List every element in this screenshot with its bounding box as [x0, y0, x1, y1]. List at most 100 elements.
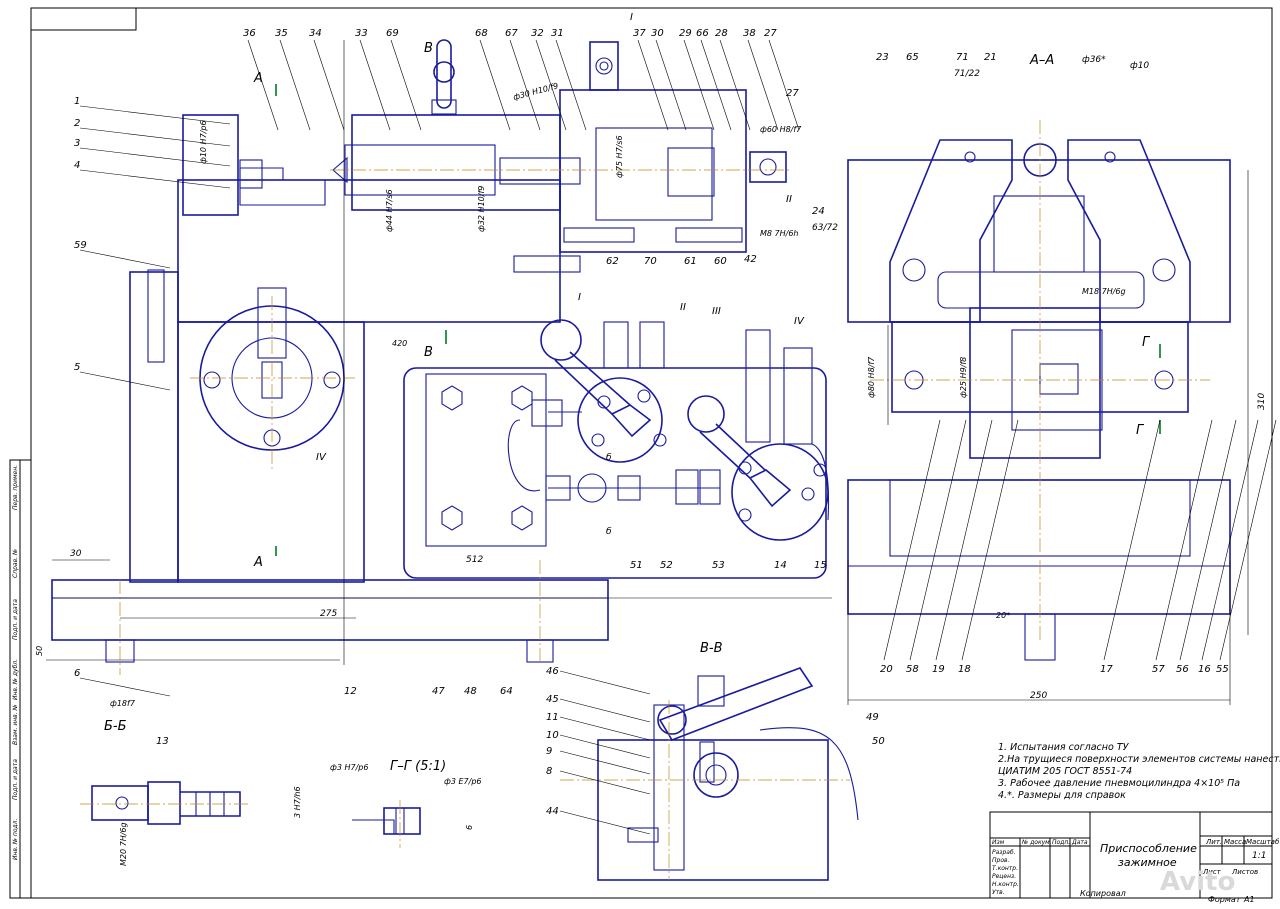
- callout-number: 60: [714, 256, 727, 267]
- callout-number: 68: [475, 28, 488, 39]
- callout-number: 53: [712, 560, 725, 571]
- leader-line: [559, 770, 651, 795]
- section-mark-a: А: [253, 555, 263, 570]
- leader-line: [883, 419, 941, 661]
- section-bb-label: Б-Б: [104, 719, 127, 734]
- dimension-text: 63/72: [812, 223, 838, 233]
- dimension-text: ф36*: [1082, 55, 1106, 65]
- callout-number: 1: [74, 96, 80, 107]
- section-vv-view: [597, 667, 859, 881]
- callout-number: 13: [156, 736, 169, 747]
- callout-number: 9: [546, 746, 552, 757]
- section-mark-g: Г: [1136, 423, 1145, 438]
- leader-line: [559, 810, 651, 835]
- leader-line: [768, 39, 800, 131]
- leader-line: [935, 419, 993, 661]
- callout-number: 70: [644, 256, 657, 267]
- callout-number: 64: [500, 686, 513, 697]
- section-aa-label: А–А: [1029, 53, 1054, 68]
- base-plate: [51, 579, 609, 641]
- section-mark-b: В: [424, 345, 433, 360]
- leader-line: [390, 39, 422, 131]
- section-vv-label: В-В: [700, 641, 723, 656]
- sheet-label: Лист: [1202, 868, 1222, 876]
- section-mark-b: В: [424, 41, 433, 56]
- leader-line: [79, 147, 231, 167]
- title-block-header: Дата: [1071, 839, 1088, 846]
- side-stamp-label: Инв. № подл.: [12, 819, 19, 860]
- callout-number: 14: [774, 560, 787, 571]
- leader-line: [719, 39, 751, 131]
- callout-number: 42: [744, 254, 757, 265]
- callout-number: 45: [546, 694, 559, 705]
- leader-line: [479, 39, 511, 131]
- dimension-text: M8 7H/6h: [760, 229, 799, 238]
- leader-line: [683, 39, 715, 131]
- leader-line: [313, 39, 345, 131]
- title-block: [989, 811, 1273, 899]
- leader-line: [559, 734, 651, 759]
- dimension-text: ф32 H10/f9: [477, 186, 486, 232]
- dimension-text: 20*: [996, 611, 1010, 620]
- dimension-text: 71/22: [954, 69, 980, 79]
- sheet-frame: [30, 7, 1273, 899]
- dimension-text: ф30 H10/f9: [512, 81, 559, 102]
- leader-lines: [79, 39, 1277, 835]
- callout-number: 27: [764, 28, 777, 39]
- title-header-scale: Масштаб: [1246, 838, 1280, 846]
- leader-line: [559, 670, 651, 695]
- drawing-title-line-2: зажимное: [1118, 856, 1177, 869]
- title-block-role: Разраб.: [992, 849, 1016, 856]
- dimension-text: 512: [466, 555, 483, 565]
- sheets-label: Листов: [1231, 868, 1258, 876]
- roman-marker: II: [680, 302, 686, 313]
- callout-number: 33: [355, 28, 368, 39]
- title-block-role: Реценз.: [992, 873, 1016, 880]
- dimension-text: ф18f7: [110, 699, 136, 708]
- leader-line: [1201, 419, 1259, 661]
- callout-number: 44: [546, 806, 559, 817]
- dimension-text: 6: [465, 825, 474, 830]
- callout-number: 17: [1100, 664, 1113, 675]
- section-gg-label: Г–Г (5:1): [390, 759, 446, 774]
- title-header-mass: Масса: [1224, 838, 1246, 846]
- title-block-role: Утв.: [992, 889, 1005, 896]
- dimension-text: M20 7H/6g: [119, 822, 128, 866]
- dimension-lines: [46, 40, 1249, 705]
- callout-number: 36: [243, 28, 256, 39]
- dimension-text: M18 7H/6g: [1082, 287, 1126, 296]
- leader-line: [909, 419, 967, 661]
- callout-number: 56: [1176, 664, 1189, 675]
- note-4: 3. Рабочее давление пневмоцилиндра 4×10⁵…: [998, 778, 1240, 789]
- dimension-text: ф3 E7/p6: [444, 777, 481, 786]
- title-block-header: Изм: [992, 839, 1005, 846]
- dimension-text: 30: [70, 549, 82, 559]
- watermark: Avito: [1160, 867, 1235, 897]
- callout-number: 48: [464, 686, 477, 697]
- roman-marker: IV: [794, 316, 805, 327]
- callout-number: 2: [74, 118, 80, 129]
- top-left-stamp: [30, 7, 137, 31]
- leader-line: [359, 39, 391, 131]
- callout-number: 35: [275, 28, 288, 39]
- cut-marks: [275, 84, 1161, 556]
- callout-number: 62: [606, 256, 619, 267]
- leader-line: [535, 39, 567, 131]
- title-block-header: № докум.: [1021, 839, 1052, 846]
- dimension-text: ф25 H9/f8: [959, 357, 968, 398]
- leader-line: [79, 169, 231, 189]
- callout-number: 3: [74, 138, 80, 149]
- callout-number: 47: [432, 686, 445, 697]
- leader-line: [1219, 419, 1277, 661]
- side-stamp-label: Инв. № дубл.: [12, 659, 19, 700]
- note-5: 4.*. Размеры для справок: [998, 790, 1126, 801]
- roman-marker: I: [630, 12, 633, 23]
- center-lines: [80, 120, 1210, 880]
- section-aa-view: [847, 139, 1231, 661]
- leader-line: [247, 39, 279, 131]
- roman-marker: IV: [316, 452, 327, 463]
- callout-number: 5: [74, 362, 80, 373]
- section-mark-b6: б: [606, 453, 612, 463]
- leader-line: [700, 39, 732, 131]
